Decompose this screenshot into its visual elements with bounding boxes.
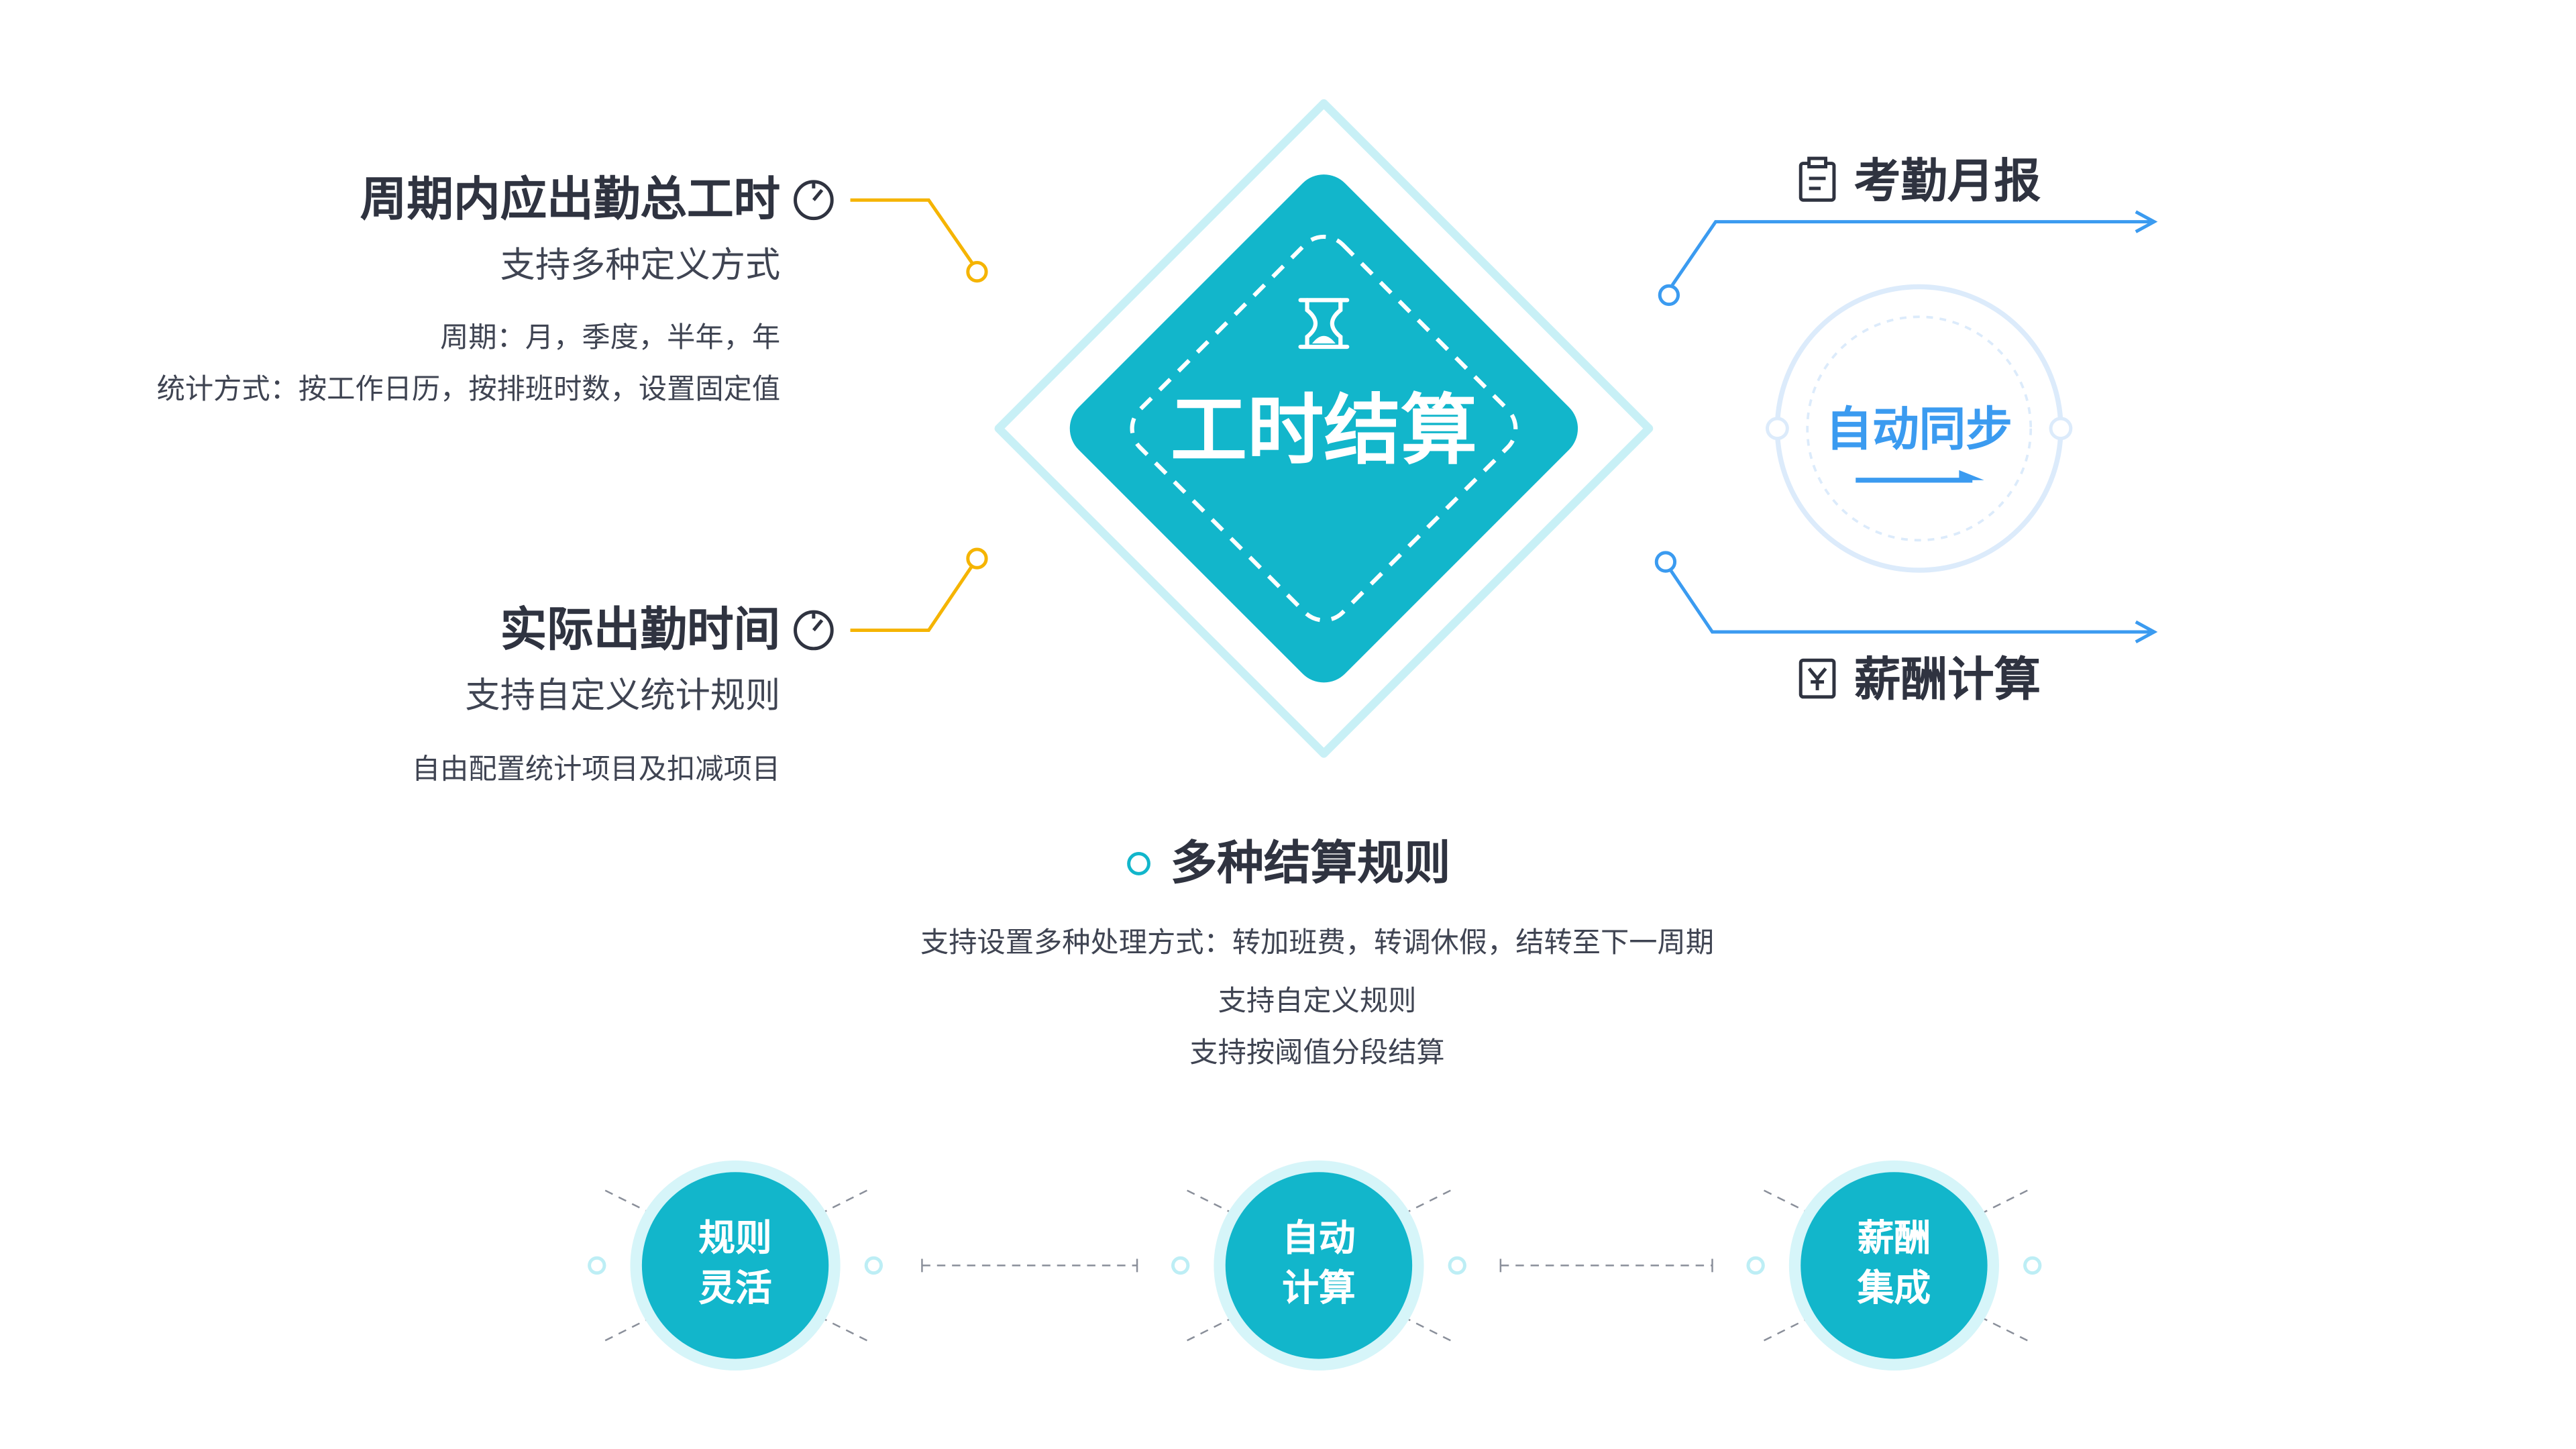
badge-auto-calc: 自动 计算 <box>1225 1172 1413 1359</box>
connector-right-bottom <box>1654 551 2158 644</box>
badge-line-1: 自动 <box>1282 1218 1356 1260</box>
connector-left-top <box>850 198 988 283</box>
monthly-report-label: 考勤月报 <box>1854 153 2041 209</box>
center-title: 工时结算 <box>1170 385 1478 476</box>
left-top-line-2: 统计方式：按工作日历，按排班时数，设置固定值 <box>156 373 781 407</box>
badge-line-2: 集成 <box>1857 1269 1931 1311</box>
badge-line-2: 灵活 <box>698 1269 772 1311</box>
hourglass-icon <box>1298 298 1350 350</box>
rules-line-3: 支持按阈值分段结算 <box>1189 1036 1445 1071</box>
rules-line-1: 支持设置多种处理方式：转加班费，转调休假，结转至下一周期 <box>920 926 1714 961</box>
left-bottom-line-1: 自由配置统计项目及扣减项目 <box>411 753 781 788</box>
rules-line-2: 支持自定义规则 <box>1218 985 1417 1019</box>
rules-dot <box>1127 852 1150 875</box>
left-bottom-title: 实际出勤时间 <box>500 602 781 657</box>
connector-left-bottom <box>850 547 988 632</box>
badge-line-2: 计算 <box>1282 1269 1356 1311</box>
clock-icon <box>794 610 834 651</box>
badge-line-1: 规则 <box>698 1218 772 1260</box>
badge-line-1: 薪酬 <box>1857 1218 1931 1260</box>
rules-title: 多种结算规则 <box>1170 835 1451 891</box>
left-top-subtitle: 支持多种定义方式 <box>500 245 781 286</box>
inner-dashed-diamond <box>1130 234 1518 623</box>
left-top-line-1: 周期：月，季度，半年，年 <box>440 321 781 356</box>
badge-salary-integration: 薪酬 集成 <box>1801 1172 1988 1359</box>
badge-side-dots <box>588 1256 2042 1275</box>
sync-circle <box>1766 284 2073 573</box>
left-bottom-subtitle: 支持自定义统计规则 <box>465 675 781 716</box>
badge-link-ends <box>921 1258 1713 1273</box>
salary-icon <box>1799 658 1836 699</box>
badge-rules-flexible: 规则 灵活 <box>641 1172 829 1359</box>
left-top-title: 周期内应出勤总工时 <box>360 171 781 227</box>
report-icon <box>1799 156 1836 202</box>
clock-icon <box>794 180 834 221</box>
salary-calc-label: 薪酬计算 <box>1854 651 2041 707</box>
inner-diamond <box>1069 174 1578 683</box>
auto-sync-label: 自动同步 <box>1825 401 2012 457</box>
connector-right-top <box>1658 210 2158 307</box>
